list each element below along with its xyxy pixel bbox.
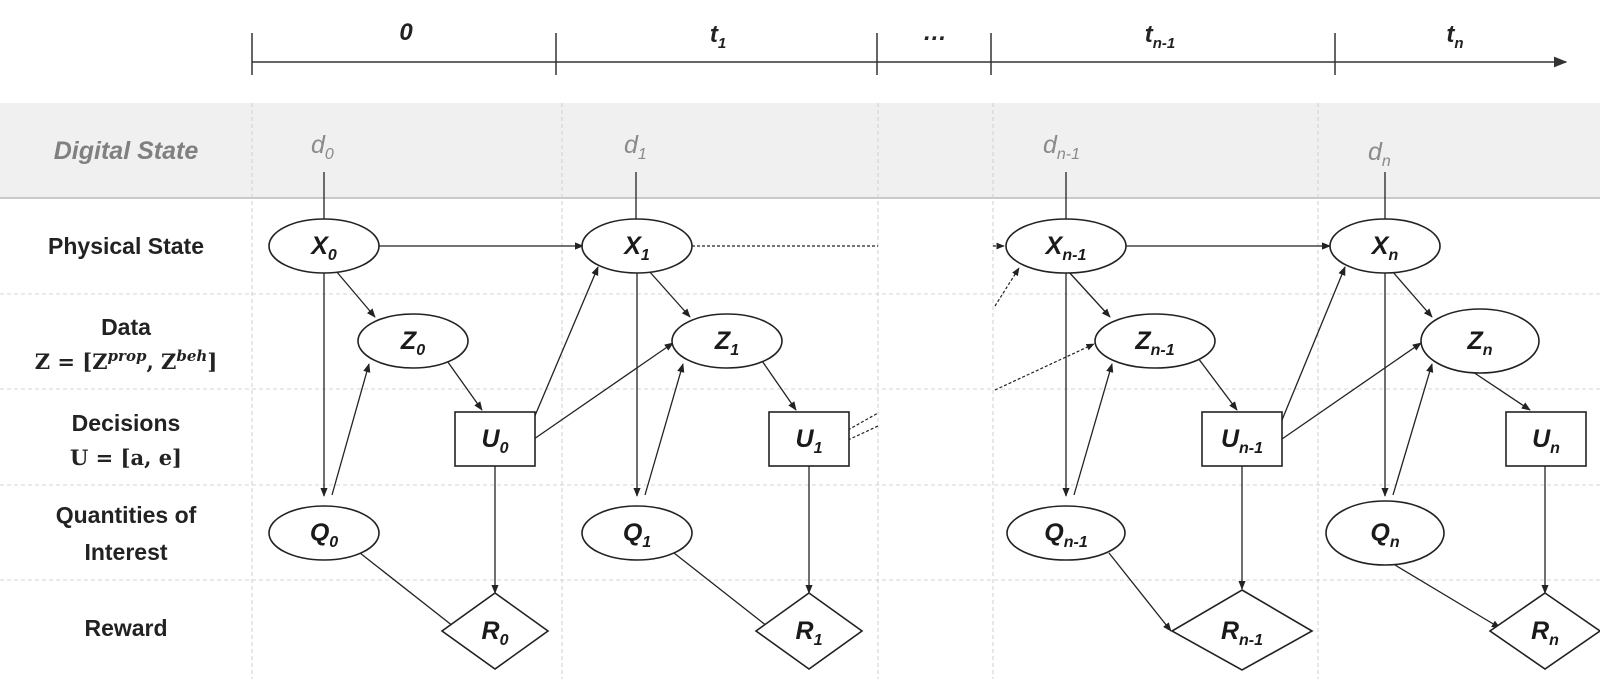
node-x1: X1 (581, 218, 693, 274)
node-rn-1: Rn-1 (1170, 589, 1314, 671)
time-label-t1: t1 (710, 21, 726, 52)
svg-text:U0: U0 (482, 425, 509, 457)
row-label-decisions: Decisions (72, 410, 181, 436)
digital-state-d0: d0 (311, 131, 334, 163)
digital-state-d1: d1 (624, 131, 647, 163)
time-label-0: 0 (399, 19, 413, 46)
qoi-nodes: Q0 Q1 Qn-1 Qn (268, 500, 1445, 566)
timeline-labels: 0 t1 … tn-1 tn (399, 19, 1463, 52)
physical-state-nodes: X0 X1 Xn-1 Xn (268, 218, 1441, 274)
svg-text:Z1: Z1 (714, 327, 739, 359)
node-un-1: Un-1 (1201, 411, 1283, 467)
reward-nodes: R0 R1 Rn-1 Rn (440, 589, 1600, 671)
node-zn: Zn (1420, 308, 1540, 374)
row-label-physical-state: Physical State (48, 233, 204, 259)
digital-state-band (0, 103, 1600, 198)
svg-text:Qn: Qn (1370, 519, 1399, 551)
row-labels: Digital State Physical State Data Z = [Z… (35, 137, 218, 641)
row-label-qoi-line1: Quantities of (56, 502, 197, 528)
svg-text:Xn-1: Xn-1 (1044, 232, 1087, 264)
node-z0: Z0 (357, 313, 469, 369)
svg-text:R1: R1 (796, 617, 823, 649)
data-nodes: Z0 Z1 Zn-1 Zn (357, 308, 1540, 374)
row-label-data: Data (101, 314, 151, 340)
node-u0: U0 (454, 411, 536, 467)
time-label-ellipsis: … (923, 19, 947, 46)
node-r0: R0 (440, 592, 550, 670)
time-label-tn: tn (1446, 21, 1463, 52)
svg-text:Rn-1: Rn-1 (1221, 617, 1263, 649)
svg-text:Z0: Z0 (400, 327, 425, 359)
digital-state-dn: dn (1368, 138, 1391, 170)
node-x0: X0 (268, 218, 380, 274)
row-label-reward: Reward (84, 615, 167, 641)
svg-text:Q1: Q1 (623, 519, 651, 551)
svg-text:Un-1: Un-1 (1221, 425, 1263, 457)
svg-text:Un: Un (1532, 425, 1560, 457)
node-qn: Qn (1325, 500, 1445, 566)
node-un: Un (1505, 411, 1587, 467)
node-xn: Xn (1329, 218, 1441, 274)
digital-state-dn-1: dn-1 (1043, 131, 1080, 163)
node-r1: R1 (754, 592, 864, 670)
edges (320, 242, 1549, 632)
svg-text:Zn: Zn (1466, 327, 1492, 359)
svg-text:Qn-1: Qn-1 (1044, 519, 1088, 551)
node-zn-1: Zn-1 (1094, 313, 1216, 369)
digital-state-labels: d0 d1 dn-1 dn (311, 131, 1391, 170)
node-u1: U1 (768, 411, 850, 467)
svg-text:Zn-1: Zn-1 (1134, 327, 1174, 359)
row-label-decisions-formula: U = [a, e] (70, 445, 182, 470)
svg-text:Q0: Q0 (310, 519, 338, 551)
node-q0: Q0 (268, 505, 380, 561)
svg-text:X0: X0 (309, 232, 337, 264)
time-label-tn-1: tn-1 (1145, 21, 1176, 52)
node-z1: Z1 (671, 313, 783, 369)
row-label-data-formula: Z = [Zprop, Zbeh] (35, 347, 218, 374)
node-q1: Q1 (581, 505, 693, 561)
node-rn: Rn (1488, 592, 1600, 670)
svg-text:R0: R0 (482, 617, 509, 649)
svg-text:U1: U1 (796, 425, 823, 457)
decision-nodes: U0 U1 Un-1 Un (454, 411, 1587, 467)
timeline-axis (251, 33, 1568, 75)
node-qn-1: Qn-1 (1006, 505, 1126, 561)
row-label-digital-state: Digital State (54, 137, 199, 165)
row-label-qoi-line2: Interest (84, 539, 167, 565)
node-xn-1: Xn-1 (1005, 218, 1127, 274)
svg-text:Rn: Rn (1531, 617, 1559, 649)
digital-physical-links (323, 172, 1386, 219)
column-separators (251, 103, 1319, 679)
svg-text:Xn: Xn (1370, 232, 1399, 264)
svg-text:X1: X1 (622, 232, 650, 264)
